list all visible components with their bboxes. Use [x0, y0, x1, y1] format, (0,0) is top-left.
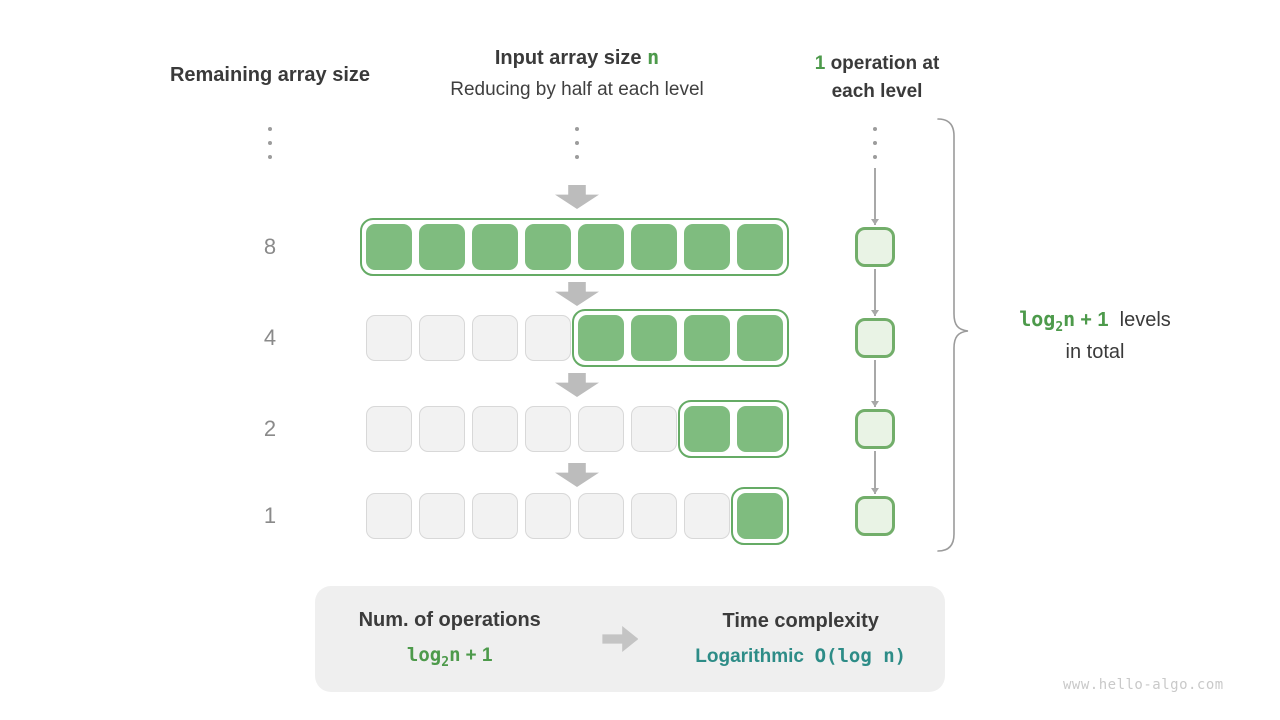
- num-operations-title: Num. of operations: [358, 608, 541, 631]
- header-each-level-text: each level: [831, 81, 923, 102]
- operation-box: [855, 318, 895, 358]
- array-cell-inactive: [419, 493, 465, 539]
- formula-plus-one: + 1: [465, 644, 493, 666]
- operation-box: [855, 409, 895, 449]
- array-cell-active: [737, 224, 783, 270]
- thin-down-arrow-icon: [871, 168, 878, 225]
- array-cell-active: [472, 224, 518, 270]
- summary-complexity-column: Time complexity Logarithmic O(log n): [656, 610, 945, 668]
- array-cell-inactive: [578, 493, 624, 539]
- thin-down-arrow-icon: [871, 360, 878, 407]
- level-size-label-2: 2: [263, 416, 277, 441]
- array-cell-active: [631, 315, 677, 361]
- time-complexity-title: Time complexity: [722, 610, 879, 632]
- array-cell-inactive: [684, 493, 730, 539]
- header-input-array: Input array size n Reducing by half at e…: [407, 45, 747, 101]
- watermark-url: www.hello-algo.com: [1063, 677, 1224, 693]
- array-cell-inactive: [472, 406, 518, 452]
- array-cell-inactive: [366, 493, 412, 539]
- header-input-array-title: Input array size n: [407, 45, 747, 70]
- time-complexity-value: Logarithmic O(log n): [656, 645, 945, 668]
- big-o-close: ): [894, 645, 907, 667]
- formula-log: log: [406, 643, 442, 666]
- right-arrow-icon: [602, 626, 639, 652]
- operation-box: [855, 496, 895, 536]
- array-row-2: [366, 400, 789, 458]
- active-subarray-outline: [731, 487, 789, 545]
- down-arrow-icon: [555, 282, 599, 306]
- formula-n: n: [449, 643, 461, 666]
- summary-panel: Num. of operations log2n+ 1 Time complex…: [315, 586, 945, 692]
- array-cell-active: [684, 315, 730, 361]
- array-cell-inactive: [525, 493, 571, 539]
- thin-down-arrow-icon: [871, 269, 878, 316]
- array-row-8: [360, 218, 789, 276]
- formula-log: log: [1019, 307, 1056, 331]
- array-cell-inactive: [578, 406, 624, 452]
- operation-box: [855, 227, 895, 267]
- formula-n: n: [1063, 307, 1076, 331]
- ellipsis-dots-center: [575, 127, 579, 159]
- levels-word: levels: [1119, 309, 1171, 331]
- array-cell-active: [419, 224, 465, 270]
- big-o-log-n: log n: [837, 645, 895, 667]
- header-one-highlight: 1: [814, 53, 826, 74]
- header-operation-text: operation at: [830, 53, 940, 74]
- array-cell-active: [737, 493, 783, 539]
- array-cell-inactive: [472, 315, 518, 361]
- formula-subscript: 2: [1055, 320, 1064, 335]
- num-operations-formula: log2n+ 1: [315, 644, 584, 670]
- header-n-variable: n: [647, 45, 660, 69]
- array-cell-active: [737, 406, 783, 452]
- logarithmic-word: Logarithmic: [695, 646, 804, 667]
- array-cell-active: [737, 315, 783, 361]
- levels-formula-line: log2n+ 1 levels: [985, 307, 1205, 335]
- array-cell-inactive: [631, 406, 677, 452]
- active-subarray-outline: [678, 400, 789, 458]
- array-row-4: [366, 309, 789, 367]
- header-input-array-text: Input array size: [494, 47, 642, 69]
- array-cell-active: [684, 224, 730, 270]
- header-operation-per-level: 1 operation at each level: [782, 50, 972, 106]
- down-arrow-icon: [555, 373, 599, 397]
- array-row-1: [366, 487, 789, 545]
- array-cell-active: [578, 224, 624, 270]
- array-cell-active: [631, 224, 677, 270]
- curly-brace: [937, 118, 969, 552]
- level-size-label-4: 4: [263, 325, 277, 350]
- array-cell-active: [525, 224, 571, 270]
- array-cell-inactive: [419, 406, 465, 452]
- summary-operations-column: Num. of operations log2n+ 1: [315, 609, 584, 670]
- active-subarray-outline: [360, 218, 789, 276]
- big-o-open: O(: [814, 645, 838, 667]
- formula-plus-one: + 1: [1080, 309, 1109, 331]
- header-remaining-array-size: Remaining array size: [169, 64, 371, 86]
- array-cell-inactive: [366, 406, 412, 452]
- array-cell-active: [578, 315, 624, 361]
- level-size-label-1: 1: [263, 503, 277, 528]
- ellipsis-dots-left: [268, 127, 272, 159]
- array-cell-inactive: [525, 315, 571, 361]
- thin-down-arrow-icon: [871, 451, 878, 494]
- array-cell-inactive: [525, 406, 571, 452]
- array-cell-inactive: [366, 315, 412, 361]
- header-input-array-subtitle: Reducing by half at each level: [450, 79, 704, 100]
- array-cell-inactive: [631, 493, 677, 539]
- down-arrow-icon: [555, 463, 599, 487]
- in-total-word: in total: [1065, 341, 1125, 363]
- active-subarray-outline: [572, 309, 789, 367]
- down-arrow-icon: [555, 185, 599, 209]
- ellipsis-dots-right: [873, 127, 877, 159]
- formula-subscript: 2: [441, 654, 450, 670]
- array-cell-inactive: [419, 315, 465, 361]
- level-size-label-8: 8: [263, 234, 277, 259]
- levels-total-note: log2n+ 1 levels in total: [985, 307, 1205, 364]
- array-cell-active: [366, 224, 412, 270]
- array-cell-active: [684, 406, 730, 452]
- array-cell-inactive: [472, 493, 518, 539]
